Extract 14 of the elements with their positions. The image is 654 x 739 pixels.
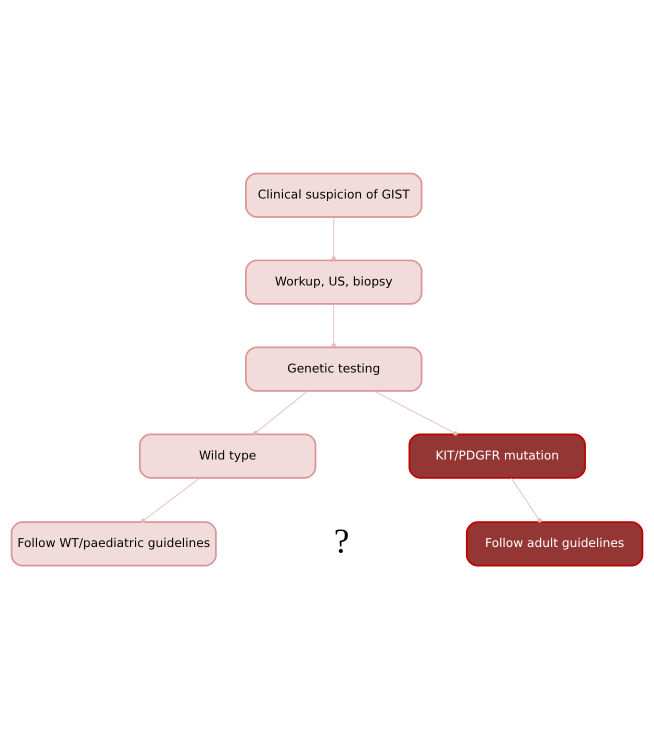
node-box: Workup, US, biopsy — [245, 259, 422, 304]
node-box: Follow WT/paediatric guidelines — [10, 520, 217, 566]
connector — [140, 477, 200, 523]
connector — [332, 303, 336, 348]
node-box: Follow adult guidelines — [466, 520, 644, 566]
connector — [253, 390, 308, 435]
label: ? — [334, 521, 350, 560]
node-box: KIT/PDGFR mutation — [408, 432, 586, 478]
node-box: Genetic testing — [245, 346, 422, 392]
connector — [510, 477, 542, 522]
node-box: Clinical suspicion of GIST — [245, 172, 422, 218]
connector — [332, 216, 336, 260]
node-box: Wild type — [138, 432, 316, 478]
connector — [374, 390, 458, 436]
